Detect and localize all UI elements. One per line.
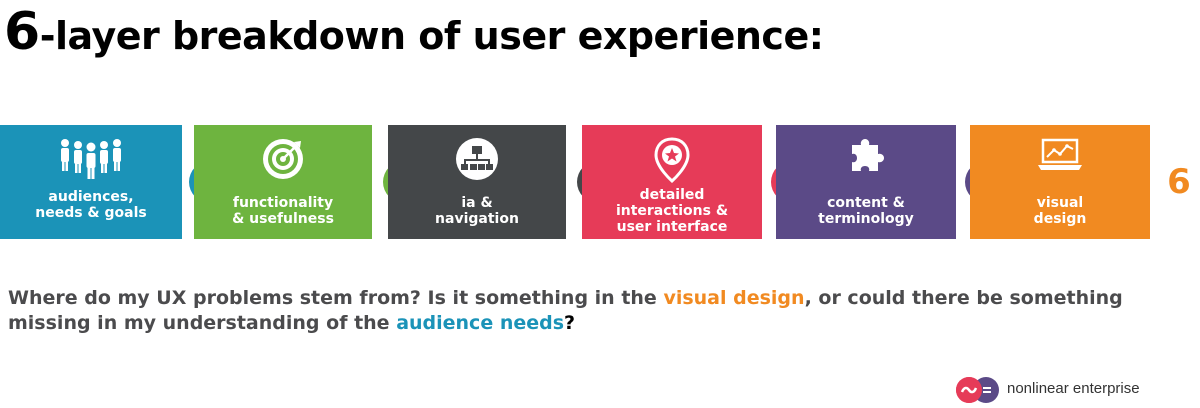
layer-label-2: functionality& usefulness	[232, 195, 334, 227]
layer-block-1: audiences,needs & goals	[0, 125, 182, 239]
highlight-audience-needs: audience needs	[396, 312, 565, 334]
layer-label-3: ia &navigation	[435, 195, 519, 227]
target-icon	[263, 139, 303, 179]
layer-label-5: content &terminology	[818, 195, 914, 227]
brand-logo-icon	[956, 377, 999, 403]
title-number: 6	[4, 2, 40, 62]
layer-block-3: ia &navigation	[388, 125, 566, 239]
layer-number-6: 6	[1167, 162, 1191, 202]
layer-block-5: content &terminology	[776, 125, 956, 239]
laptop-chart-icon	[1038, 138, 1082, 170]
title-text: -layer breakdown of user experience:	[39, 14, 824, 58]
map-pin-star-icon	[654, 137, 690, 183]
sitemap-icon	[456, 138, 498, 180]
highlight-visual-design: visual design	[663, 287, 805, 309]
layer-block-2: functionality& usefulness	[194, 125, 372, 239]
page-title: 6-layer breakdown of user experience:	[4, 2, 824, 66]
question-text: Where do my UX problems stem from? Is it…	[8, 287, 1123, 334]
people-group-icon	[61, 139, 121, 179]
brand-name: nonlinear enterprise	[1007, 380, 1140, 397]
puzzle-piece-icon	[852, 139, 884, 171]
layer-label-1: audiences,needs & goals	[35, 189, 147, 221]
ux-layer-strip: audiences,needs & goals 1 functionality&…	[0, 122, 1200, 242]
